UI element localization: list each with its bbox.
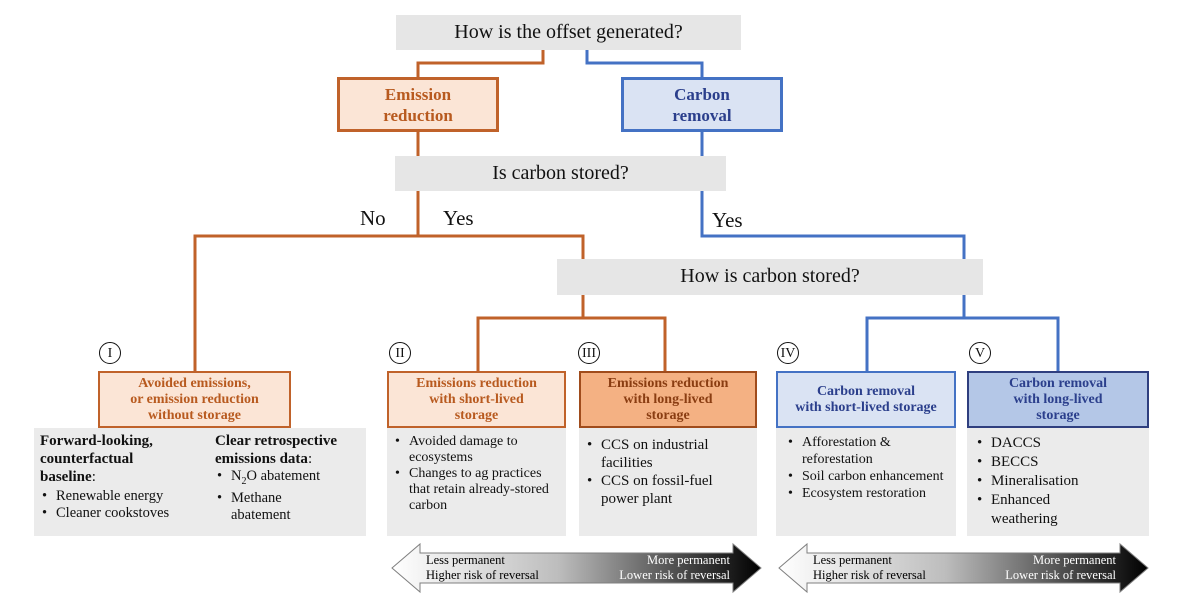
connector-q2-yes-blue	[700, 191, 966, 259]
panel-removal-short-examples: Afforestation & reforestation Soil carbo…	[776, 428, 956, 536]
list-item: Methane abatement	[215, 490, 321, 524]
arrow-line: Less permanent	[426, 553, 505, 567]
list-item: BECCS	[975, 453, 1143, 472]
arrow-line: More permanent	[647, 553, 730, 567]
forward-looking-heading: Forward-looking, counterfactual baseline…	[40, 432, 210, 486]
category-line: with short-lived storage	[795, 399, 937, 415]
arrow-left-more-text: More permanent Lower risk of reversal	[580, 553, 730, 583]
panel-left-column: Forward-looking, counterfactual baseline…	[40, 432, 210, 522]
list-item: N2O abatement	[215, 468, 365, 490]
list-item: Avoided damage to ecosystems	[393, 434, 560, 466]
question-carbon-stored: Is carbon stored?	[395, 156, 726, 191]
question-offset-generated: How is the offset generated?	[396, 15, 741, 50]
category-removal-short-lived: Carbon removal with short-lived storage	[776, 371, 956, 428]
category-avoided-emissions: Avoided emissions, or emission reduction…	[98, 371, 291, 428]
numeral-iii: III	[578, 342, 600, 364]
category-line: Carbon removal	[816, 383, 916, 399]
arrow-line: Higher risk of reversal	[813, 568, 926, 582]
category-line: Carbon removal	[1008, 375, 1108, 391]
connector-q3-blue-right	[964, 316, 1060, 371]
arrow-right-less-text: Less permanent Higher risk of reversal	[813, 553, 926, 583]
arrow-left-less-text: Less permanent Higher risk of reversal	[426, 553, 539, 583]
heading-suffix: :	[307, 451, 313, 467]
heading-line: Forward-looking,	[40, 433, 153, 449]
arrow-line: Higher risk of reversal	[426, 568, 539, 582]
question-text: How is the offset generated?	[454, 21, 683, 43]
category-reduction-long-lived: Emissions reduction with long-lived stor…	[579, 371, 757, 428]
list-item: DACCS	[975, 434, 1143, 453]
category-line: Emissions reduction	[607, 375, 729, 391]
arrow-line: Less permanent	[813, 553, 892, 567]
numeral-ii: II	[389, 342, 411, 364]
list-item: Cleaner cookstoves	[40, 505, 210, 522]
category-removal-long-lived: Carbon removal with long-lived storage	[967, 371, 1149, 428]
carbon-removal-line1: Carbon	[674, 84, 730, 104]
arrow-right-more-text: More permanent Lower risk of reversal	[966, 553, 1116, 583]
category-line: storage	[454, 407, 499, 423]
question-how-stored: How is carbon stored?	[557, 259, 983, 295]
list-item: Changes to ag practices that retain alre…	[393, 466, 560, 514]
category-line: storage	[646, 407, 690, 423]
arrow-line: Lower risk of reversal	[619, 568, 730, 582]
category-line: Avoided emissions,	[138, 375, 251, 391]
numeral-i: I	[99, 342, 121, 364]
carbon-removal-box: Carbon removal	[621, 77, 783, 132]
label-yes-left: Yes	[443, 206, 474, 230]
category-line: Emissions reduction	[416, 375, 537, 391]
connector-q1-removal	[585, 50, 704, 77]
panel-reduction-long-examples: CCS on industrial facilities CCS on foss…	[579, 428, 757, 536]
n2o-sub: 2	[241, 475, 247, 487]
heading-text: emissions data	[215, 451, 308, 467]
category-line: without storage	[148, 407, 241, 423]
heading-text: baseline	[40, 469, 92, 485]
list-item: CCS on industrial facilities	[585, 436, 751, 472]
heading-line: counterfactual	[40, 451, 134, 467]
connector-q3-blue	[865, 295, 966, 371]
panel-right-column: Clear retrospective emissions data: N2O …	[215, 432, 365, 524]
carbon-removal-line2: removal	[672, 105, 732, 125]
heading-line: Clear retrospective	[215, 433, 338, 449]
permanence-arrow-left	[391, 542, 762, 594]
numeral-v: V	[969, 342, 991, 364]
list-item: Soil carbon enhancement	[786, 468, 950, 485]
emission-reduction-box: Emission reduction	[337, 77, 499, 132]
category-line: storage	[1036, 407, 1080, 423]
list-item: Ecosystem restoration	[786, 485, 950, 502]
list-item: Mineralisation	[975, 472, 1143, 491]
connector-q3-orange	[476, 295, 585, 371]
connector-q3-orange-right	[583, 316, 667, 371]
list-item: Enhanced weathering	[975, 491, 1101, 529]
arrow-line: Lower risk of reversal	[1005, 568, 1116, 582]
heading-suffix: :	[91, 469, 96, 485]
panel-reduction-short-examples: Avoided damage to ecosystems Changes to …	[387, 428, 566, 536]
label-no: No	[360, 206, 386, 230]
n2o-n: N	[231, 468, 242, 484]
retrospective-heading: Clear retrospective emissions data:	[215, 432, 365, 468]
heading-line: baseline:	[40, 468, 210, 486]
permanence-arrow-right	[778, 542, 1149, 594]
numeral-iv: IV	[777, 342, 799, 364]
panel-avoided-examples: Forward-looking, counterfactual baseline…	[34, 428, 366, 536]
connector-q2-orange-split	[193, 191, 420, 371]
emission-reduction-line1: Emission	[384, 84, 452, 104]
label-yes-right: Yes	[712, 208, 743, 232]
n2o-rest: O abatement	[246, 468, 321, 484]
connector-q1-emission	[416, 50, 545, 77]
question-text: Is carbon stored?	[492, 162, 629, 184]
category-line: with long-lived	[623, 391, 713, 407]
category-line: or emission reduction	[130, 391, 259, 407]
arrow-line: More permanent	[1033, 553, 1116, 567]
panel-removal-long-examples: DACCS BECCS Mineralisation Enhanced weat…	[967, 428, 1149, 536]
question-text: How is carbon stored?	[680, 265, 860, 287]
connector-q2-yes-orange	[418, 234, 585, 259]
list-item: Afforestation & reforestation	[786, 434, 950, 468]
category-line: with short-lived	[429, 391, 524, 407]
heading-line: emissions data:	[215, 450, 365, 468]
category-line: with long-lived	[1013, 391, 1103, 407]
list-item: Renewable energy	[40, 488, 210, 505]
category-reduction-short-lived: Emissions reduction with short-lived sto…	[387, 371, 566, 428]
list-item: CCS on fossil-fuel power plant	[585, 472, 751, 508]
emission-reduction-line2: reduction	[383, 105, 453, 125]
